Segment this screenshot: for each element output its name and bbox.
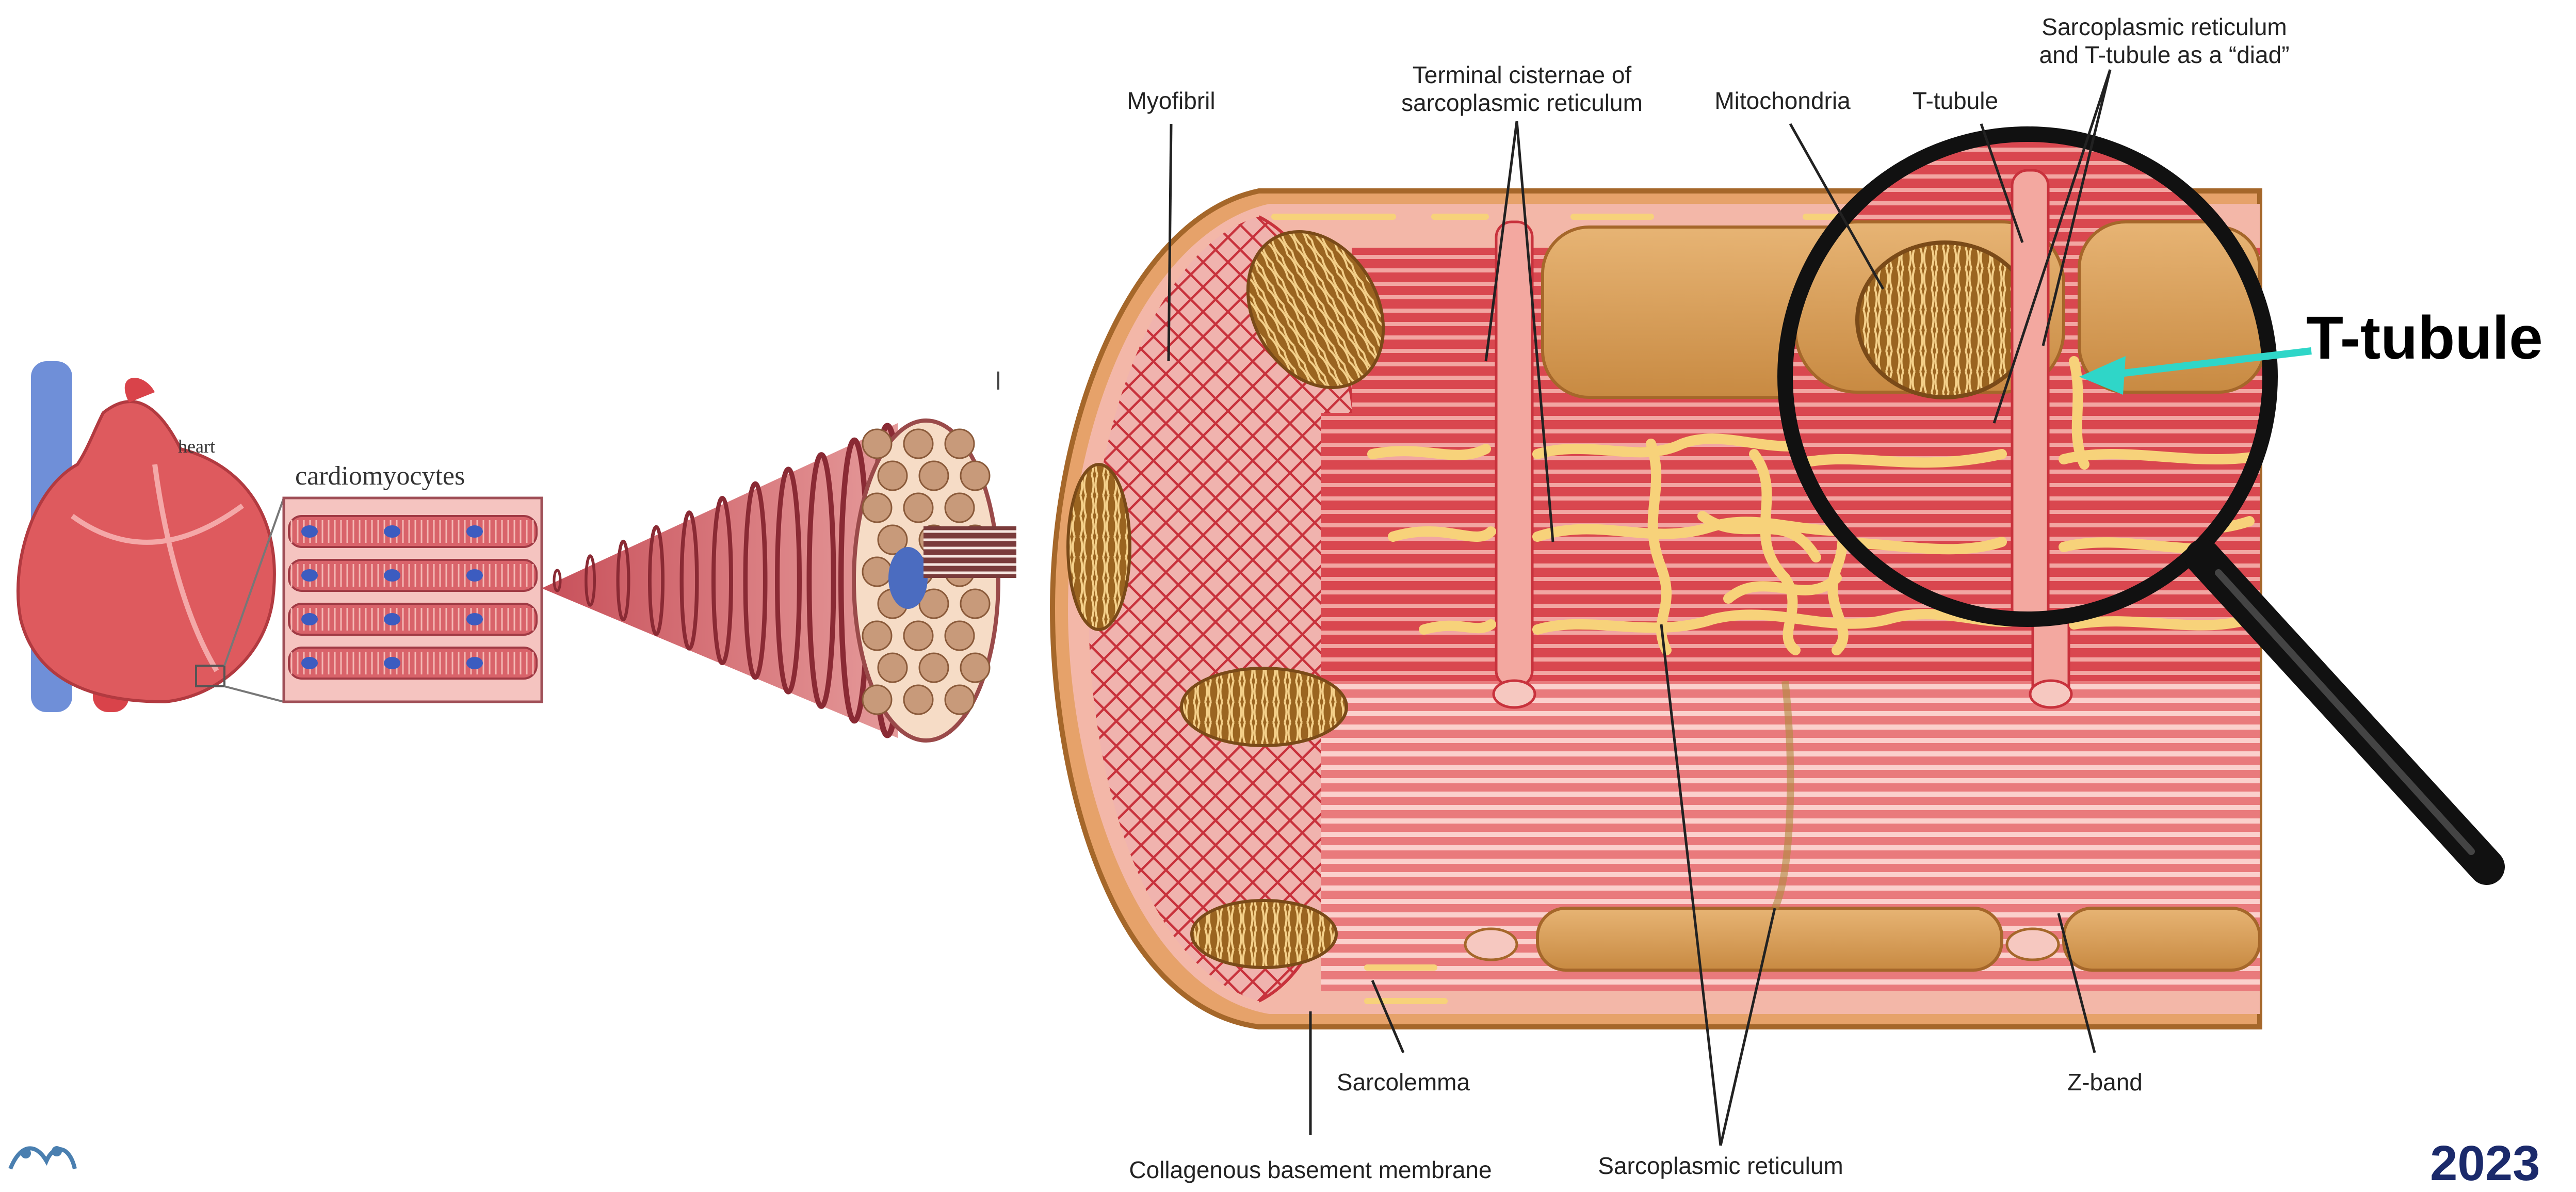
label-terminal-cisternae-line1: Terminal cisternae of [1413,61,1631,89]
myofibril-dot [961,653,990,682]
cardiomyocyte-row [289,604,537,635]
myofibril-dot [919,653,948,682]
cell-nucleus [466,525,483,538]
myofibril-dot [919,461,948,490]
myofibril-dot [945,621,974,650]
cell-nucleus [466,569,483,582]
heart-illustration [18,361,284,712]
myofibril-dot [863,557,892,586]
cell-nucleus [301,525,318,538]
myofibril-dot [945,493,974,522]
label-z-band: Z-band [2067,1068,2143,1096]
cell-nucleus [301,569,318,582]
myofibril-dot [904,429,933,458]
myofibril-dot [863,429,892,458]
label-t-tubule-big: T-tubule [2306,304,2543,372]
cell-nucleus [301,613,318,625]
cell-nucleus [301,657,318,669]
cell-nucleus [466,613,483,625]
label-sarcolemma: Sarcolemma [1337,1068,1470,1096]
label-terminal-cisternae-line2: sarcoplasmic reticulum [1401,89,1643,117]
myofibril-dot [945,429,974,458]
label-collagenous-basement-membrane: Collagenous basement membrane [1129,1156,1492,1184]
myofibril-dot [863,621,892,650]
label-cardiomyocytes: cardiomyocytes [295,461,465,492]
label-diad-line1: Sarcoplasmic reticulum [2042,13,2287,41]
cell-nucleus [466,657,483,669]
label-heart: heart [178,432,215,460]
cardiomyocyte-row [289,516,537,547]
cell-nucleus [384,525,400,538]
myofibril-dot [878,461,907,490]
label-sarcoplasmic-reticulum: Sarcoplasmic reticulum [1598,1152,1843,1180]
myofibril-dot [945,685,974,714]
cell-nucleus [384,613,400,625]
label-t-tubule-small: T-tubule [1913,87,1998,115]
footer-year: 2023 [2430,1135,2540,1192]
label-myofibril: Myofibril [1127,87,1215,115]
cardiomyocyte-row [289,648,537,679]
label-mitochondria: Mitochondria [1714,87,1850,115]
myofibril-dot [878,653,907,682]
myofibril-dot [904,621,933,650]
university-logo-icon [5,1133,80,1182]
myofibril-dot [904,685,933,714]
myofibril-dot [961,461,990,490]
myofiber-cone [542,372,1016,740]
myofibril-dot [904,493,933,522]
myofibril-dot [961,589,990,618]
label-diad-line2: and T-tubule as a “diad” [2039,41,2289,69]
cell-nucleus [384,569,400,582]
cell-nucleus [384,657,400,669]
myofibril-dot [863,685,892,714]
cardiomyocytes-box [284,498,542,702]
myofibril-dot [863,493,892,522]
cardiomyocyte-row [289,560,537,591]
